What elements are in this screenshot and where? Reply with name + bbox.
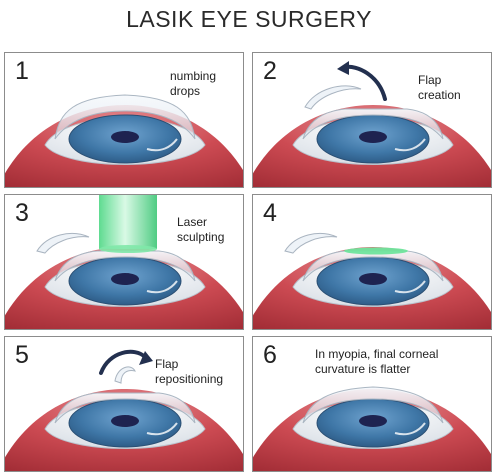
step-caption: Laser sculpting (177, 215, 225, 244)
step-number: 6 (263, 341, 277, 369)
step-panel-2: 2 Flap creation (252, 52, 492, 188)
flap-arrow-icon (343, 64, 387, 101)
corneal-flap (284, 233, 338, 254)
corneal-flap (114, 366, 136, 384)
sculpted-surface (344, 247, 408, 255)
step-panel-5: 5 Flap repositioning (4, 336, 244, 472)
laser-beam-base (99, 245, 157, 253)
step-number: 5 (15, 341, 29, 369)
step-panel-3: 3 Laser sculpting (4, 194, 244, 330)
eye-illustration (253, 233, 491, 329)
step-caption: Flap creation (418, 73, 461, 102)
eye-illustration (253, 61, 491, 187)
step-number: 1 (15, 57, 29, 85)
step-caption: numbing drops (170, 69, 217, 98)
corneal-flap (36, 233, 90, 254)
step-panel-4: 4 (252, 194, 492, 330)
step-caption: Flap repositioning (155, 357, 224, 386)
eye-illustration (5, 349, 243, 471)
corneal-flap (304, 85, 362, 110)
step-panel-6: 6 In myopia, final corneal curvature is … (252, 336, 492, 472)
eye-illustration (5, 195, 243, 329)
step-caption: In myopia, final corneal curvature is fl… (315, 347, 439, 376)
arrowhead-icon (139, 351, 153, 365)
step-number: 3 (15, 199, 29, 227)
arrowhead-icon (337, 61, 349, 75)
step-number: 2 (263, 57, 277, 85)
flap-arrow-icon (99, 349, 147, 375)
page-title: LASIK EYE SURGERY (126, 6, 372, 32)
step-number: 4 (263, 199, 277, 227)
laser-beam (99, 195, 157, 249)
step-panel-1: 1 numbing drops (4, 52, 244, 188)
